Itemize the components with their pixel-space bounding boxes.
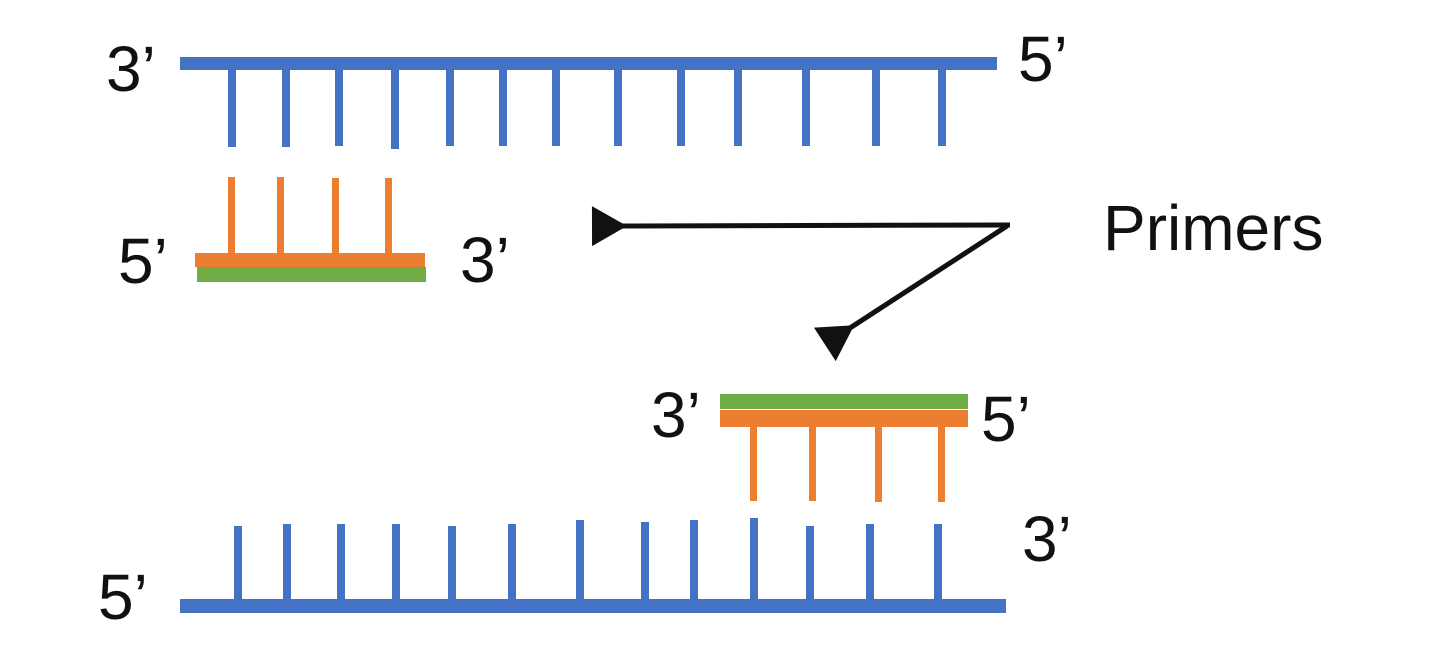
- reverse-primer: 3’ 5’: [651, 379, 1031, 502]
- forward-primer-bases: [228, 177, 392, 257]
- forward-primer-backbone: [195, 253, 425, 267]
- forward-primer-tag: [197, 267, 426, 282]
- top-template-strand: 3’ 5’: [106, 23, 1068, 149]
- primers-label: Primers: [1103, 192, 1323, 264]
- top-strand-backbone: [180, 57, 997, 70]
- reverse-primer-backbone: [720, 410, 968, 427]
- forward-primer-3prime-label: 3’: [460, 224, 510, 296]
- arrow-to-forward-primer: [591, 206, 1011, 247]
- primers-callout-arrows: [591, 206, 1011, 362]
- forward-primer: 5’ 3’: [118, 177, 510, 297]
- top-strand-5prime-label: 5’: [1018, 23, 1068, 95]
- bottom-strand-5prime-label: 5’: [98, 561, 148, 633]
- top-strand-bases: [228, 66, 946, 149]
- bottom-strand-3prime-label: 3’: [1022, 503, 1072, 575]
- bottom-template-strand: 5’ 3’: [98, 503, 1072, 633]
- reverse-primer-5prime-label: 5’: [981, 383, 1031, 455]
- bottom-strand-backbone: [180, 599, 1006, 613]
- bottom-strand-bases: [234, 518, 942, 604]
- arrow-to-reverse-primer: [813, 223, 1009, 362]
- forward-primer-5prime-label: 5’: [118, 225, 168, 297]
- reverse-primer-3prime-label: 3’: [651, 379, 701, 451]
- top-strand-3prime-label: 3’: [106, 33, 156, 105]
- reverse-primer-bases: [750, 424, 945, 502]
- reverse-primer-tag: [720, 394, 968, 409]
